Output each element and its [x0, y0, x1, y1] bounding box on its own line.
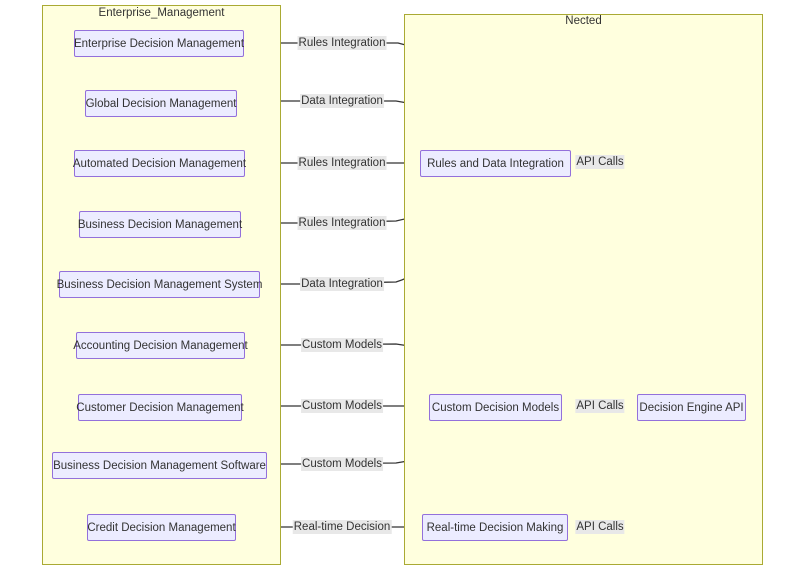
- node-business-decision-management[interactable]: Business Decision Management: [78, 211, 242, 238]
- edge-label-rules-integration-2: Rules Integration: [297, 156, 387, 170]
- cluster-title-nected: Nected: [565, 15, 602, 27]
- edge-label-real-time-decision: Real-time Decision: [292, 520, 392, 534]
- edge-label-custom-models-2: Custom Models: [301, 399, 383, 413]
- node-accounting-decision-management[interactable]: Accounting Decision Management: [73, 332, 248, 359]
- edge-label-api-calls-2: API Calls: [575, 399, 625, 413]
- node-business-decision-management-system[interactable]: Business Decision Management System: [57, 271, 262, 298]
- node-global-decision-management[interactable]: Global Decision Management: [85, 90, 237, 117]
- node-custom-decision-models[interactable]: Custom Decision Models: [429, 394, 562, 421]
- edge-label-api-calls-3: API Calls: [575, 520, 625, 534]
- node-rules-and-data-integration[interactable]: Rules and Data Integration: [420, 150, 571, 177]
- node-credit-decision-management[interactable]: Credit Decision Management: [87, 514, 236, 541]
- cluster-title-enterprise-management: Enterprise_Management: [98, 7, 225, 19]
- cluster-nected: [404, 14, 763, 565]
- node-enterprise-decision-management[interactable]: Enterprise Decision Management: [74, 30, 244, 57]
- node-automated-decision-management[interactable]: Automated Decision Management: [73, 150, 246, 177]
- node-decision-engine-api[interactable]: Decision Engine API: [637, 394, 746, 421]
- node-business-decision-management-software[interactable]: Business Decision Management Software: [52, 452, 267, 479]
- edge-label-data-integration-2: Data Integration: [300, 277, 384, 291]
- node-customer-decision-management[interactable]: Customer Decision Management: [76, 394, 244, 421]
- edge-label-rules-integration-1: Rules Integration: [297, 36, 387, 50]
- node-real-time-decision-making[interactable]: Real-time Decision Making: [422, 514, 568, 541]
- edge-label-data-integration-1: Data Integration: [300, 94, 384, 108]
- edge-label-rules-integration-3: Rules Integration: [297, 216, 387, 230]
- edge-label-custom-models-1: Custom Models: [301, 338, 383, 352]
- edge-label-custom-models-3: Custom Models: [301, 457, 383, 471]
- edge-label-api-calls-1: API Calls: [575, 155, 625, 169]
